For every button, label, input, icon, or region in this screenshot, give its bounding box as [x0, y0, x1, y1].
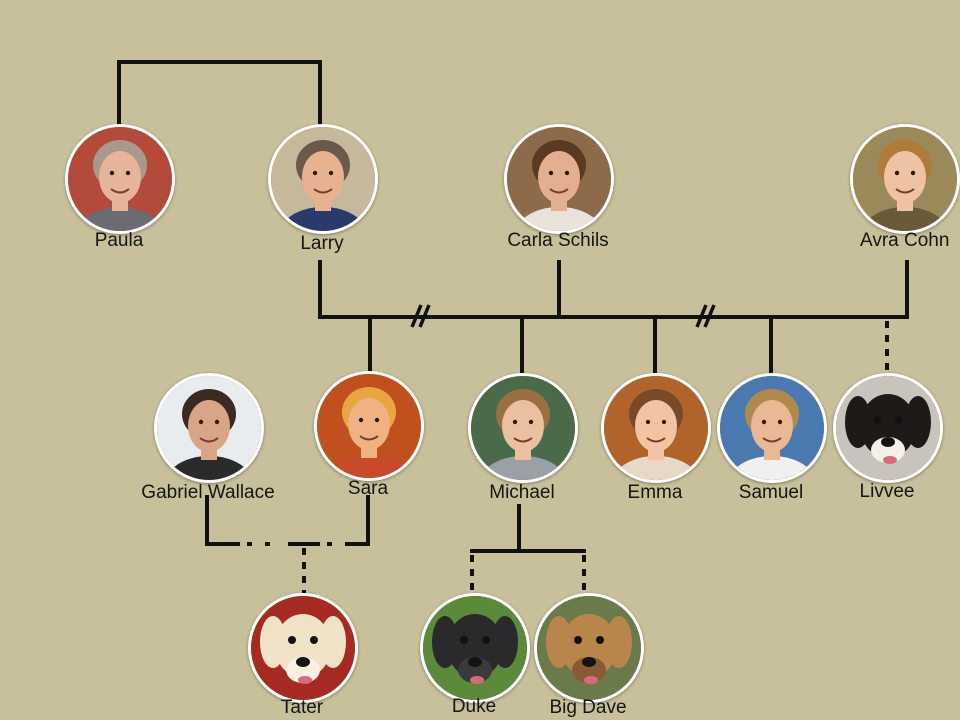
emma-photo [601, 373, 711, 483]
person-portrait-icon [720, 376, 824, 480]
duke-photo [420, 593, 530, 703]
node-carla: Carla Schils [504, 124, 614, 251]
divorce-mark-1a [410, 304, 423, 328]
divorce-mark-2a [695, 304, 708, 328]
carla-photo [504, 124, 614, 234]
name-emma: Emma [627, 482, 683, 503]
name-gabriel: Gabriel Wallace [141, 482, 275, 503]
sara-photo [314, 371, 424, 481]
person-portrait-icon [317, 374, 421, 478]
node-emma: Emma [601, 373, 711, 503]
dog-portrait-icon [251, 596, 355, 700]
name-michael: Michael [489, 482, 555, 503]
node-michael: Michael [468, 373, 578, 503]
tater-photo [248, 593, 358, 703]
name-paula: Paula [94, 230, 144, 251]
paula-photo [65, 124, 175, 234]
node-duke: Duke [420, 593, 530, 717]
name-tater: Tater [280, 697, 324, 718]
node-sara: Sara [314, 371, 424, 499]
person-portrait-icon [471, 376, 575, 480]
name-livvee: Livvee [859, 481, 915, 502]
person-portrait-icon [853, 127, 957, 231]
person-portrait-icon [157, 376, 261, 480]
node-tater: Tater [248, 593, 358, 718]
dog-portrait-icon [423, 596, 527, 700]
name-sara: Sara [347, 478, 389, 499]
node-larry: Larry [268, 124, 378, 254]
node-avra: Avra Cohn [850, 124, 960, 251]
node-bigdave: Big Dave [534, 593, 644, 718]
larry-photo [268, 124, 378, 234]
name-samuel: Samuel [738, 482, 804, 503]
divorce-mark-1b [418, 304, 431, 328]
dog-portrait-icon [836, 376, 940, 480]
person-portrait-icon [271, 127, 375, 231]
bigdave-photo [534, 593, 644, 703]
michael-photo [468, 373, 578, 483]
name-duke: Duke [451, 696, 497, 717]
node-paula: Paula [65, 124, 175, 251]
dog-portrait-icon [537, 596, 641, 700]
livvee-photo [833, 373, 943, 483]
person-portrait-icon [68, 127, 172, 231]
name-avra: Avra Cohn [860, 230, 950, 251]
divorce-mark-2b [703, 304, 716, 328]
name-carla: Carla Schils [507, 230, 609, 251]
node-samuel: Samuel [717, 373, 827, 503]
gabriel-photo [154, 373, 264, 483]
name-larry: Larry [300, 233, 344, 254]
partner-line-sara [348, 495, 370, 546]
samuel-photo [717, 373, 827, 483]
avra-photo [850, 124, 960, 234]
partner-line-gabriel [205, 495, 240, 546]
person-portrait-icon [507, 127, 611, 231]
couple-line-paula-larry [117, 60, 322, 126]
name-bigdave: Big Dave [549, 697, 627, 718]
node-livvee: Livvee [833, 373, 943, 502]
node-gabriel: Gabriel Wallace [141, 373, 275, 503]
person-portrait-icon [604, 376, 708, 480]
